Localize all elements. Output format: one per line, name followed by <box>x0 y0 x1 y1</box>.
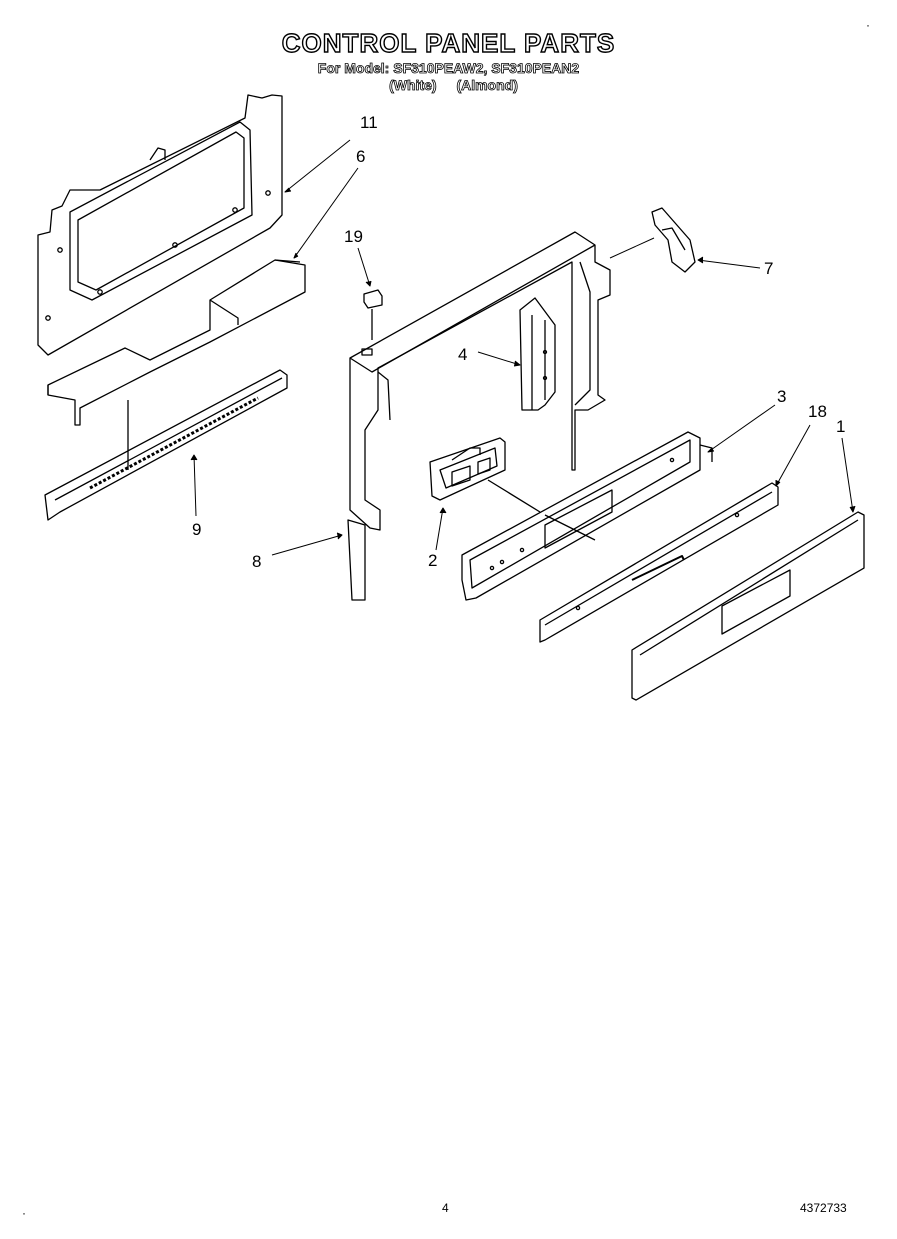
part-18-trim-strip <box>539 482 779 643</box>
document-number: 4372733 <box>800 1201 847 1215</box>
callout-3: 3 <box>777 387 786 406</box>
model-info: For Model: SF310PEAW2, SF310PEAN2 (White… <box>0 60 897 94</box>
callout-18: 18 <box>808 402 827 421</box>
callout-9: 9 <box>192 520 201 539</box>
callout-19: 19 <box>344 227 363 246</box>
callout-2: 2 <box>428 551 437 570</box>
corner-mark-icon: · <box>866 18 870 32</box>
color-white-label: (White) <box>389 77 437 94</box>
color-almond-label: (Almond) <box>456 77 518 94</box>
callout-8: 8 <box>252 552 261 571</box>
callout-11: 11 <box>360 113 378 132</box>
part-1-front-overlay <box>631 511 865 701</box>
callout-1: 1 <box>836 417 845 436</box>
part-2-display-module <box>429 437 506 501</box>
page-title: CONTROL PANEL PARTS <box>281 27 616 58</box>
part-3-control-board <box>461 431 713 601</box>
callout-7: 7 <box>764 259 773 278</box>
callout-labels: 11 6 19 7 4 3 18 1 9 2 8 <box>192 113 845 571</box>
model-numbers: For Model: SF310PEAW2, SF310PEAN2 <box>317 60 580 77</box>
part-7-end-cap <box>651 207 696 273</box>
part-11-back-frame <box>37 94 283 356</box>
part-6-channel <box>47 259 306 426</box>
callout-4: 4 <box>458 345 467 364</box>
part-9-vented-bar <box>44 369 288 521</box>
leader-lines <box>190 139 856 556</box>
part-19-clip <box>363 289 383 340</box>
callout-6: 6 <box>356 147 365 166</box>
part-4-bracket <box>519 297 556 411</box>
corner-mark-icon: · <box>22 1206 26 1220</box>
page-number: 4 <box>442 1201 449 1215</box>
part-8-main-frame <box>347 231 611 601</box>
